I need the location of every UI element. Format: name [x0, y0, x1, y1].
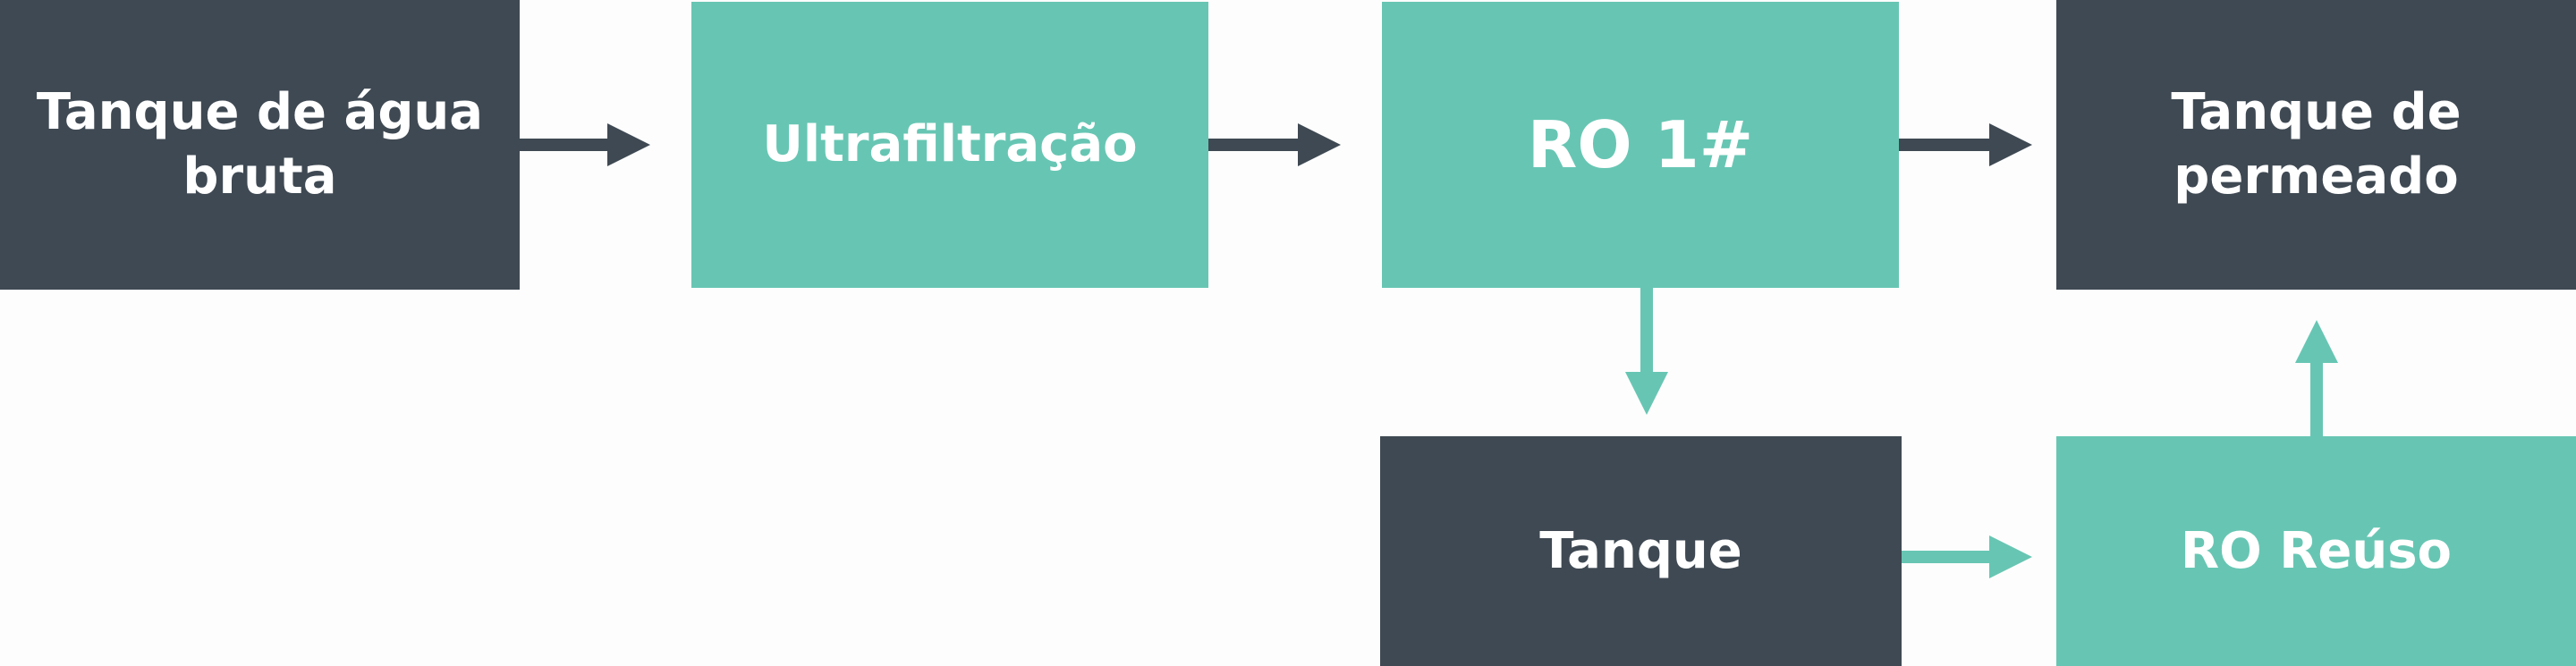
- node-ro1: RO 1#: [1382, 2, 1899, 288]
- arrow-ro1-to-tank: [1625, 288, 1668, 415]
- node-permeate-tank: Tanque de permeado: [2056, 0, 2576, 290]
- node-raw-water-tank: Tanque de água bruta: [0, 0, 520, 290]
- node-tank: Tanque: [1380, 436, 1902, 666]
- node-ultrafiltration: Ultrafiltração: [691, 2, 1208, 288]
- arrow-ro1-to-permeate: [1899, 123, 2032, 166]
- arrow-tank-to-ro-reuse: [1902, 535, 2032, 578]
- node-tank-label: Tanque: [1539, 521, 1742, 580]
- node-ro-reuse-label: RO Reúso: [2181, 521, 2452, 580]
- node-raw-water-tank-label: Tanque de água bruta: [36, 83, 484, 206]
- arrow-ro-reuse-to-permeate: [2295, 320, 2338, 436]
- node-ro1-label: RO 1#: [1527, 107, 1754, 182]
- node-ro-reuse: RO Reúso: [2056, 436, 2576, 666]
- node-ultrafiltration-label: Ultrafiltração: [762, 115, 1138, 173]
- arrow-uf-to-ro1: [1208, 123, 1341, 166]
- arrow-raw-to-uf: [520, 123, 650, 166]
- node-permeate-tank-label: Tanque de permeado: [2171, 83, 2462, 206]
